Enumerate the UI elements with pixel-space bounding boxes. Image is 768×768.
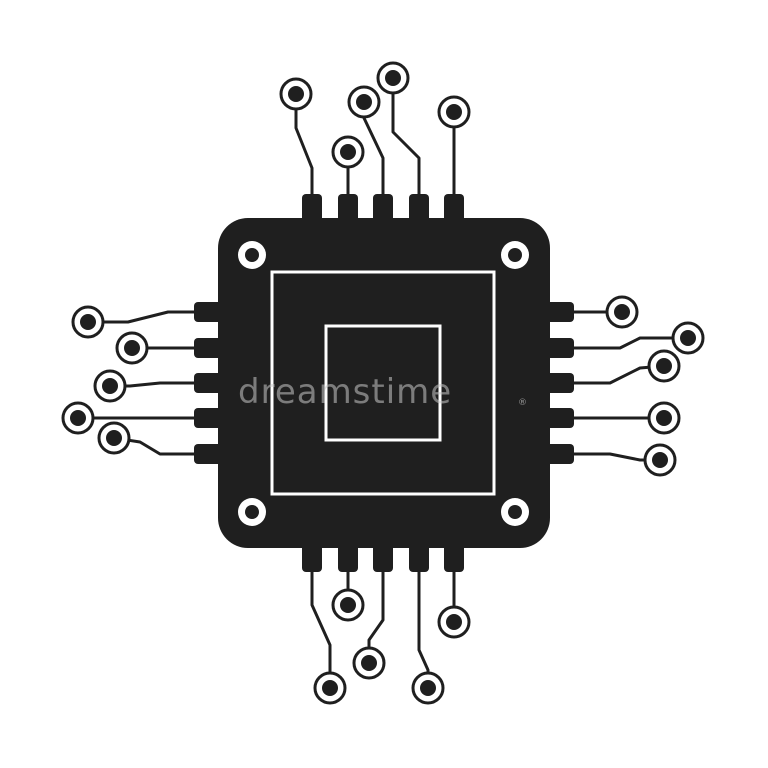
trace-bottom-1 — [310, 568, 332, 690]
trace-endpoints — [61, 61, 705, 705]
trace-right-2 — [570, 336, 690, 350]
chip-body — [218, 218, 550, 548]
trace-bottom-4 — [417, 568, 430, 690]
chip-outer-frame — [270, 270, 496, 496]
watermark-registered-mark: ® — [518, 398, 527, 408]
trace-left-1 — [86, 310, 198, 324]
chip-die — [324, 324, 442, 442]
chip-pins — [194, 194, 574, 572]
trace-top-1 — [294, 92, 314, 199]
trace-top-4 — [391, 76, 421, 199]
chip-corner-holes — [238, 241, 529, 526]
circuit-traces — [76, 76, 690, 690]
trace-endpoint-dots — [70, 70, 696, 696]
